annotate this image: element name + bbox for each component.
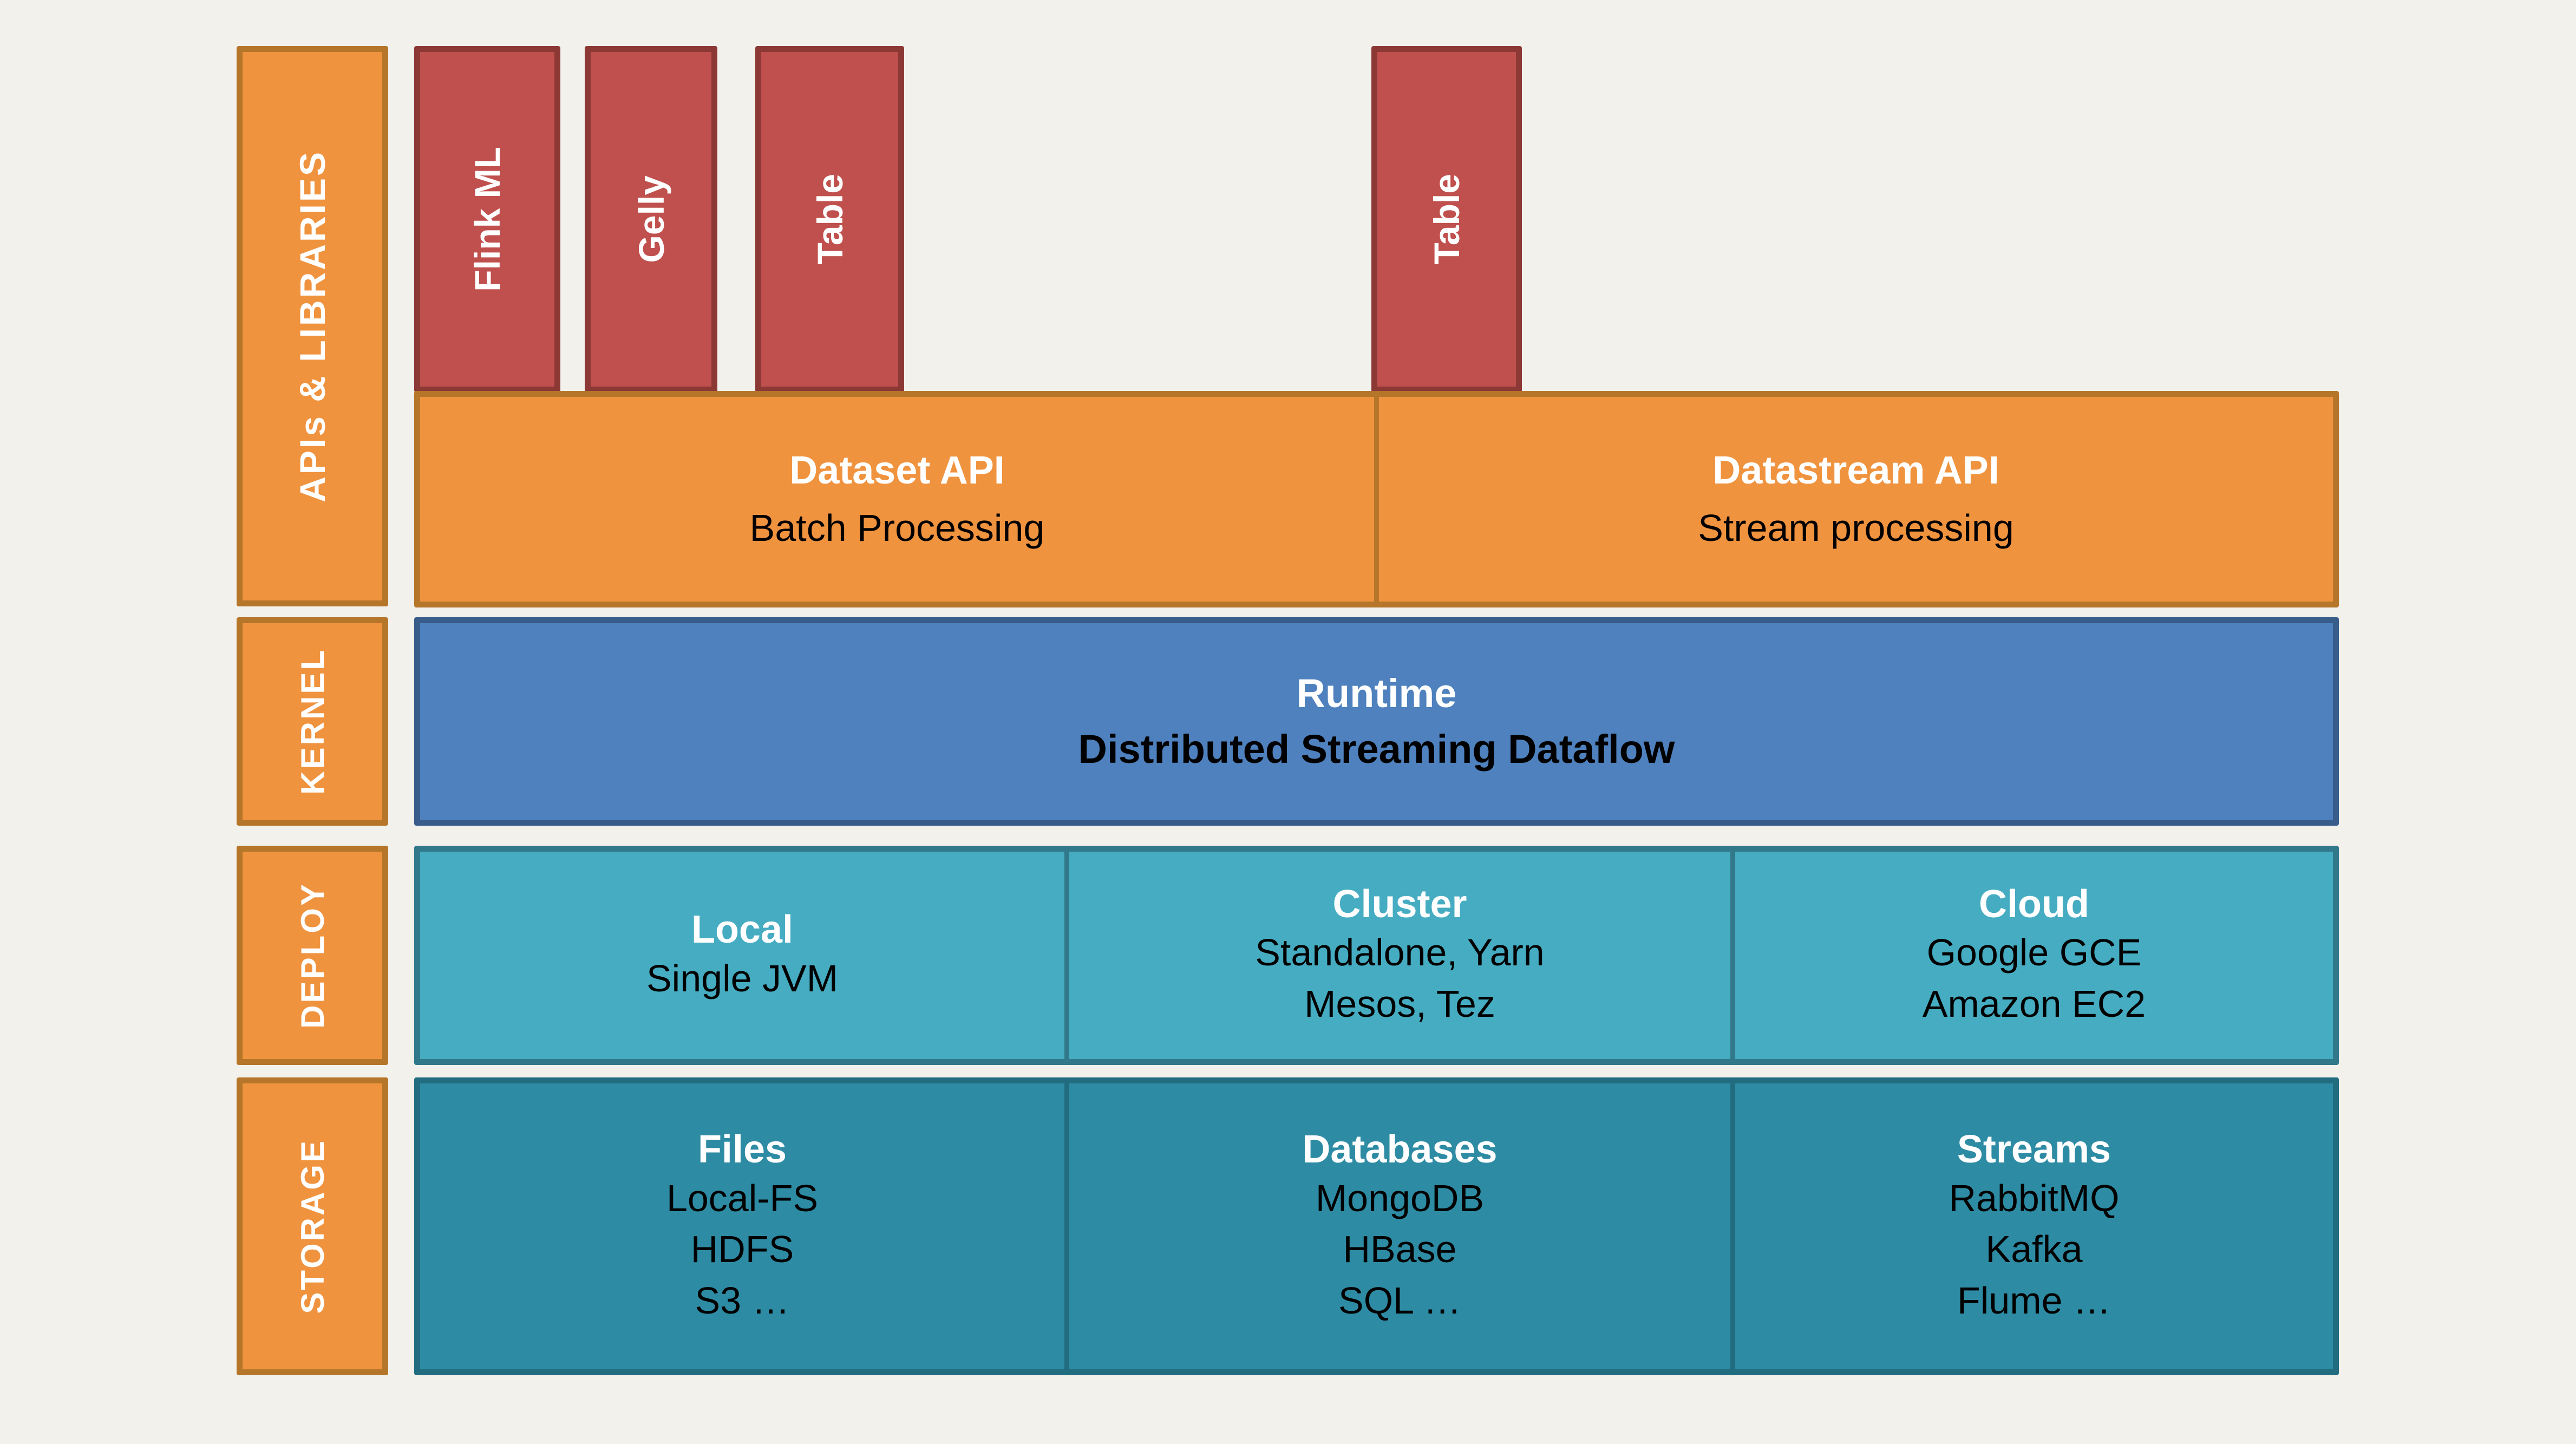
storage-cell-line: S3 …	[695, 1279, 790, 1322]
kernel-row-runtime[interactable]: Runtime Distributed Streaming Dataflow	[414, 617, 2339, 826]
deploy-cell-cloud[interactable]: Cloud Google GCE Amazon EC2	[1730, 852, 2333, 1059]
storage-cell-title: Databases	[1302, 1127, 1498, 1171]
storage-cell-line: Kafka	[1985, 1228, 2083, 1271]
sidebar-item-storage[interactable]: STORAGE	[237, 1077, 388, 1375]
kernel-subtitle: Distributed Streaming Dataflow	[1078, 726, 1675, 772]
sidebar-item-kernel[interactable]: KERNEL	[237, 617, 388, 826]
deploy-cell-line: Amazon EC2	[1922, 982, 2146, 1025]
deploy-cell-title: Cloud	[1979, 882, 2089, 926]
deploy-cell-line: Standalone, Yarn	[1255, 931, 1545, 974]
deploy-row: Local Single JVM Cluster Standalone, Yar…	[414, 846, 2339, 1065]
storage-row: Files Local-FS HDFS S3 … Databases Mongo…	[414, 1077, 2339, 1375]
deploy-cell-line: Single JVM	[646, 957, 839, 999]
sidebar-item-label: APIs & LIBRARIES	[292, 150, 332, 502]
sidebar-item-label: KERNEL	[294, 648, 331, 795]
library-box-label: Flink ML	[467, 147, 507, 292]
sidebar-item-deploy[interactable]: DEPLOY	[237, 846, 388, 1065]
storage-cell-title: Files	[697, 1127, 787, 1171]
deploy-cell-line: Mesos, Tez	[1304, 982, 1495, 1025]
library-box-label: Table	[1427, 174, 1467, 265]
library-box-flink-ml[interactable]: Flink ML	[414, 46, 560, 393]
storage-cell-files[interactable]: Files Local-FS HDFS S3 …	[420, 1083, 1064, 1369]
storage-cell-line: Flume …	[1957, 1279, 2111, 1322]
kernel-title: Runtime	[1296, 670, 1457, 716]
storage-cell-line: HBase	[1343, 1228, 1457, 1271]
api-cell-dataset[interactable]: Dataset API Batch Processing	[420, 397, 1374, 602]
api-cell-subtitle: Batch Processing	[749, 507, 1045, 550]
deploy-cell-local[interactable]: Local Single JVM	[420, 852, 1064, 1059]
storage-cell-line: SQL …	[1338, 1279, 1461, 1322]
api-cell-title: Datastream API	[1712, 449, 1999, 493]
api-cell-subtitle: Stream processing	[1698, 507, 2014, 550]
storage-cell-line: MongoDB	[1315, 1177, 1485, 1219]
sidebar-item-apis-libraries[interactable]: APIs & LIBRARIES	[237, 46, 388, 606]
api-cell-title: Dataset API	[789, 449, 1005, 493]
library-box-label: Table	[809, 174, 850, 265]
library-box-label: Gelly	[631, 175, 671, 263]
storage-cell-line: HDFS	[690, 1228, 794, 1271]
deploy-cell-cluster[interactable]: Cluster Standalone, Yarn Mesos, Tez	[1064, 852, 1730, 1059]
library-box-gelly[interactable]: Gelly	[585, 46, 717, 393]
api-cell-datastream[interactable]: Datastream API Stream processing	[1374, 397, 2333, 602]
deploy-cell-line: Google GCE	[1926, 931, 2142, 974]
storage-cell-streams[interactable]: Streams RabbitMQ Kafka Flume …	[1730, 1083, 2333, 1369]
deploy-cell-title: Local	[691, 907, 794, 951]
deploy-cell-title: Cluster	[1332, 882, 1467, 926]
storage-cell-line: RabbitMQ	[1949, 1177, 2120, 1219]
library-box-table-stream[interactable]: Table	[1371, 46, 1522, 393]
storage-cell-line: Local-FS	[666, 1177, 819, 1219]
library-box-table-batch[interactable]: Table	[755, 46, 904, 393]
api-row: Dataset API Batch Processing Datastream …	[414, 391, 2339, 607]
sidebar-item-label: DEPLOY	[294, 882, 331, 1029]
storage-cell-title: Streams	[1957, 1127, 2111, 1171]
sidebar-item-label: STORAGE	[294, 1139, 331, 1314]
storage-cell-databases[interactable]: Databases MongoDB HBase SQL …	[1064, 1083, 1730, 1369]
